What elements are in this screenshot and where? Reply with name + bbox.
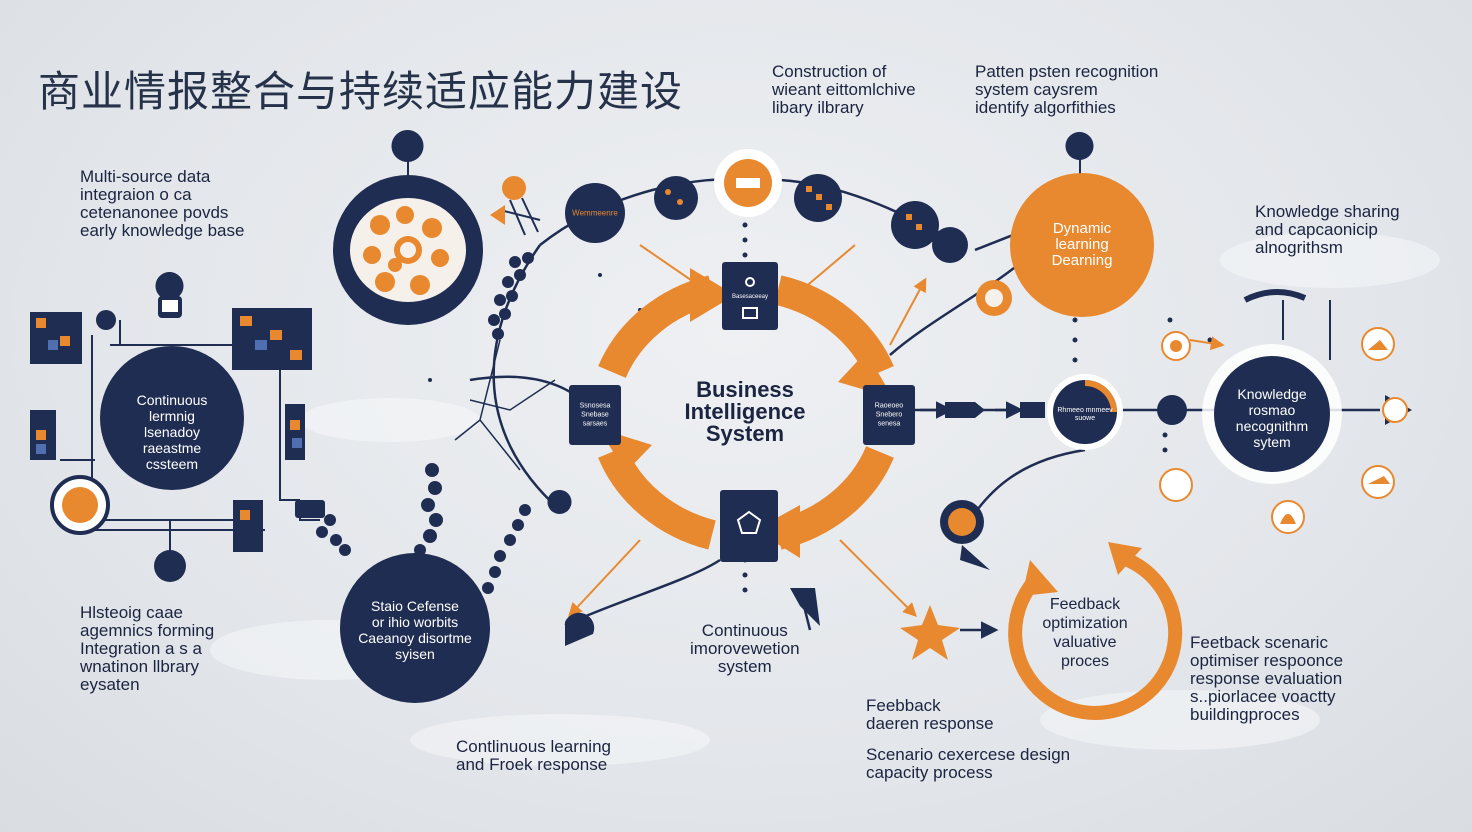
label-left-multisource: Multi-source data integraion o ca cetena… bbox=[80, 167, 245, 240]
node-left-circle: Continuous lermnig lsenadoy raeastme css… bbox=[136, 392, 208, 472]
top-center-nodes bbox=[490, 149, 968, 263]
feedback-ring-group bbox=[1008, 542, 1183, 720]
label-bottom-cont-learning: Contlinuous learning and Froek response bbox=[456, 737, 611, 774]
label-bottom-scenario: Scenario cexercese design capacity proce… bbox=[866, 745, 1071, 782]
label-top-construction: Construction of wieant eittomlchive liba… bbox=[772, 62, 916, 117]
bottom-left-circle-group bbox=[340, 490, 595, 703]
brain-circle-group bbox=[333, 130, 483, 325]
dynamic-circle-group bbox=[976, 132, 1154, 317]
node-small-tl: Wemmeenre bbox=[572, 208, 618, 218]
node-small-right: Rhmeeo mnmeev suowe bbox=[1057, 407, 1113, 422]
center-boxes bbox=[569, 262, 915, 562]
label-bottom-feedback: Feebback daeren response bbox=[866, 696, 994, 733]
center-label: Business Intelligence System bbox=[684, 377, 806, 446]
label-right-feedback-scenario: Feetback scenaric optimiser respoonce re… bbox=[1190, 633, 1344, 724]
node-bottom-left-circle: Staio Cefense or ihio worbits Caeanoy di… bbox=[358, 598, 472, 662]
label-mid-cont-improve: Continuous imorovewetion system bbox=[690, 621, 800, 676]
page-title: 商业情报整合与持续适应能力建设 bbox=[38, 67, 684, 116]
right-axis-nodes bbox=[940, 374, 1412, 570]
left-circle-group bbox=[30, 272, 325, 582]
node-feedback-ring: Feedback optimization valuative proces bbox=[1042, 596, 1128, 670]
label-right-knowledge: Knowledge sharing and capcaonicip alnogr… bbox=[1255, 202, 1400, 257]
box-right: Raoeoeo Snebero senesa bbox=[874, 402, 904, 428]
label-top-pattern: Patten psten recognition system caysrem … bbox=[975, 62, 1159, 117]
dotted-guides bbox=[428, 222, 1213, 593]
dot-chains bbox=[312, 252, 534, 594]
bottom-center-marks bbox=[790, 588, 960, 660]
box-top: Basesaceeay bbox=[731, 294, 769, 300]
node-dynamic-circle: Dynamic learning Dearning bbox=[1051, 220, 1113, 269]
node-right-circle: Knowledge rosmao necognithm sytem bbox=[1235, 386, 1309, 450]
center-box-icons bbox=[736, 277, 762, 534]
label-left-historic: Hlsteoig caae agemnics forming Integrati… bbox=[80, 603, 215, 694]
right-circle-group bbox=[1159, 288, 1408, 534]
branch-lines bbox=[454, 339, 556, 471]
box-left: Ssnosesa Snebase sarsaes bbox=[579, 402, 611, 428]
